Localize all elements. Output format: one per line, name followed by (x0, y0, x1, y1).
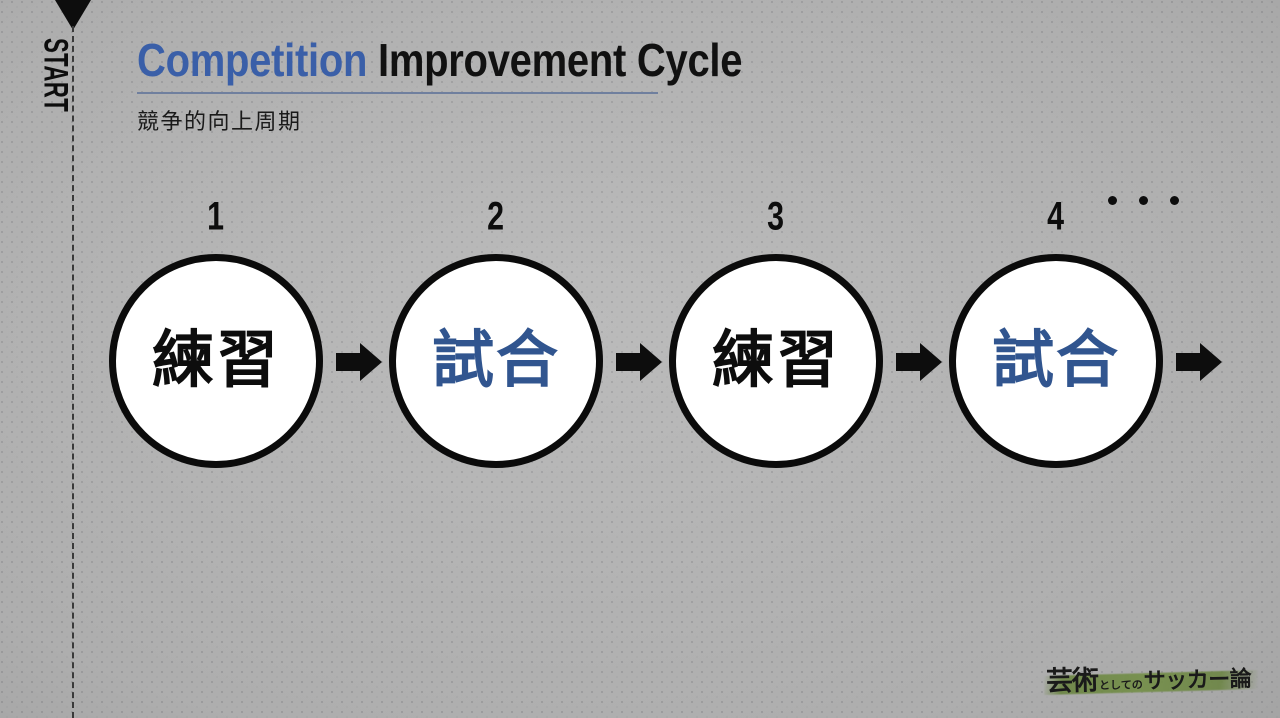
cycle-step-1[interactable]: 1 練習 (109, 195, 323, 468)
step-circle-1[interactable]: 練習 (109, 254, 323, 468)
brand-logo: 芸術 としての サッカー論 (1034, 660, 1264, 706)
logo-text-mid: サッカー論 (1143, 665, 1252, 694)
step-number-2: 2 (487, 194, 505, 240)
cycle-step-4[interactable]: 4 試合 (949, 195, 1163, 468)
ellipsis-dot (1139, 196, 1148, 205)
start-marker: START (0, 0, 150, 718)
logo-text-small: としての (1098, 679, 1143, 693)
logo-text-big: 芸術 (1045, 665, 1099, 697)
step-label-1: 練習 (151, 326, 280, 395)
page-title: Competition Improvement Cycle (137, 35, 757, 88)
step-label-4: 試合 (991, 326, 1120, 395)
step-label-2: 試合 (431, 326, 560, 395)
page-subtitle: 競争的向上周期 (137, 109, 302, 134)
ellipsis-dot (1108, 196, 1117, 205)
slide-header: Competition Improvement Cycle 競争的向上周期 (137, 35, 757, 136)
step-label-3: 練習 (711, 326, 840, 395)
step-number-4: 4 (1047, 194, 1065, 240)
cycle-step-3[interactable]: 3 練習 (669, 195, 883, 468)
logo-text: 芸術 としての サッカー論 (1046, 660, 1263, 701)
cycle-step-2[interactable]: 2 試合 (389, 195, 603, 468)
step-circle-2[interactable]: 試合 (389, 254, 603, 468)
arrow-right-icon-3 (896, 341, 942, 383)
step-circle-4[interactable]: 試合 (949, 254, 1163, 468)
step-number-1: 1 (207, 194, 225, 240)
arrow-right-icon-1 (336, 341, 382, 383)
step-circle-3[interactable]: 練習 (669, 254, 883, 468)
start-dashed-line (72, 26, 74, 718)
triangle-down-icon (55, 0, 91, 30)
title-rest-text: Improvement Cycle (367, 35, 743, 87)
ellipsis-dot (1170, 196, 1179, 205)
continuation-ellipsis (1108, 196, 1208, 205)
arrow-right-icon-4 (1176, 341, 1222, 383)
title-accent-text: Competition (137, 35, 368, 87)
step-number-3: 3 (767, 194, 785, 240)
arrow-right-icon-2 (616, 341, 662, 383)
title-underline (137, 92, 658, 94)
